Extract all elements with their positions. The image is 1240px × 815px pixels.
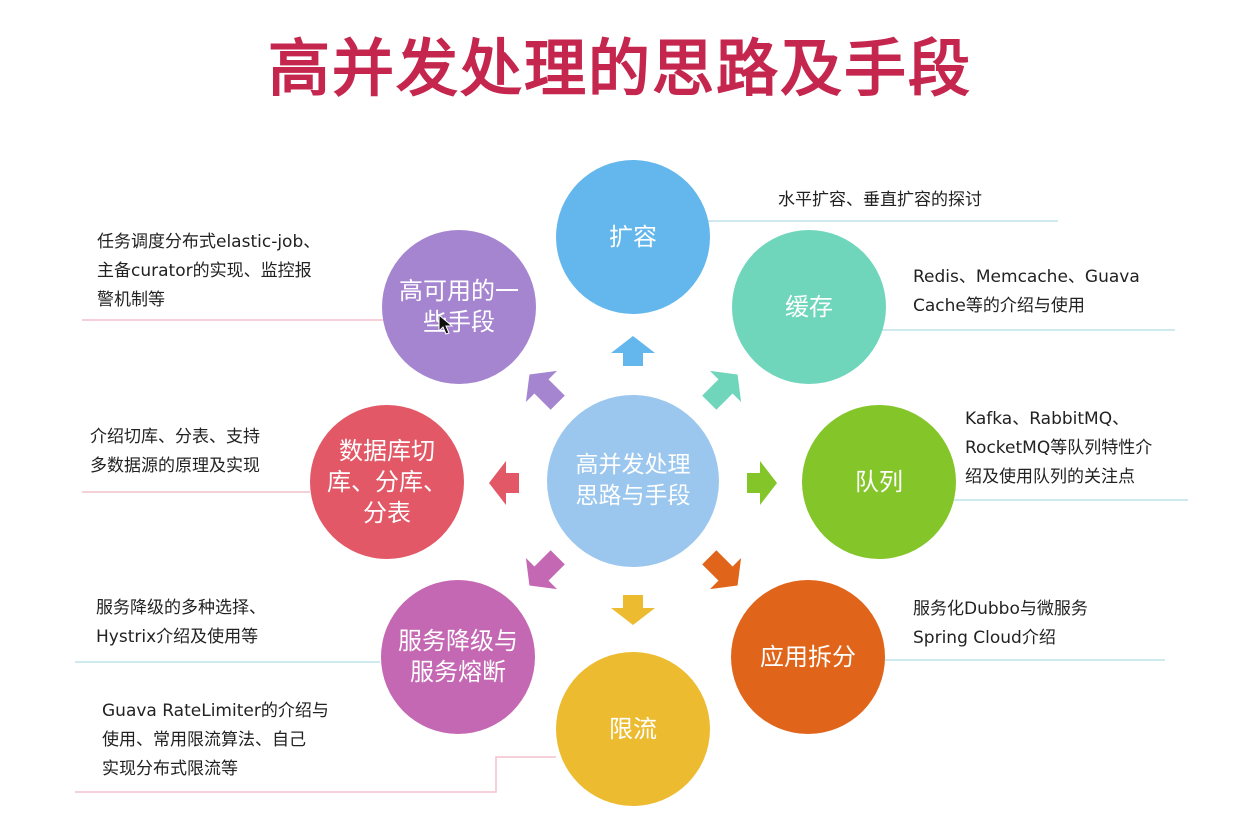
node-split-label: 应用拆分: [760, 642, 856, 671]
center-node: 高并发处理 思路与手段: [547, 395, 719, 567]
arrow-icon-down-right: [702, 550, 742, 590]
desc-sharding: 介绍切库、分表、支持 多数据源的原理及实现: [90, 427, 260, 476]
arrow-icon-up-right: [702, 370, 742, 410]
node-cache: 缓存: [732, 230, 886, 384]
desc-ha: 任务调度分布式elastic-job、 主备curator的实现、监控报 警机制…: [97, 232, 321, 310]
node-degrade-label: 服务降级与 服务熔断: [398, 627, 518, 686]
arrow-icon-down: [611, 595, 655, 625]
desc-degrade: 服务降级的多种选择、 Hystrix介绍及使用等: [96, 598, 266, 647]
node-queue-label: 队列: [855, 467, 903, 496]
node-split: 应用拆分: [731, 580, 885, 734]
node-ha-label: 高可用的一 些手段: [399, 277, 519, 336]
desc-queue: Kafka、RabbitMQ、 RocketMQ等队列特性介 绍及使用队列的关注…: [965, 409, 1153, 487]
leader-line-ratelimit: [75, 756, 556, 793]
node-ha: 高可用的一 些手段: [382, 230, 536, 384]
node-sharding-label: 数据库切 库、分库、 分表: [327, 436, 447, 527]
desc-split: 服务化Dubbo与微服务 Spring Cloud介绍: [913, 599, 1088, 648]
node-ratelimit: 限流: [556, 652, 710, 806]
desc-cache: Redis、Memcache、Guava Cache等的介绍与使用: [913, 267, 1140, 316]
page-title: 高并发处理的思路及手段: [267, 32, 972, 105]
arrow-icon-left: [489, 461, 519, 505]
arrow-icon-up-left: [525, 370, 565, 410]
node-expand-label: 扩容: [609, 222, 657, 251]
arrow-icon-up: [611, 336, 655, 366]
node-expand: 扩容: [556, 160, 710, 314]
center-node-label: 高并发处理 思路与手段: [575, 452, 691, 509]
desc-expand: 水平扩容、垂直扩容的探讨: [778, 190, 982, 210]
arrow-icon-right: [747, 461, 777, 505]
mouse-cursor-icon: [438, 314, 454, 335]
node-degrade: 服务降级与 服务熔断: [381, 580, 535, 734]
node-ratelimit-label: 限流: [609, 714, 657, 743]
desc-ratelimit: Guava RateLimiter的介绍与 使用、常用限流算法、自己 实现分布式…: [102, 701, 329, 779]
node-queue: 队列: [802, 405, 956, 559]
arrow-icon-down-left: [525, 550, 565, 590]
node-sharding: 数据库切 库、分库、 分表: [310, 405, 464, 559]
node-cache-label: 缓存: [785, 292, 833, 321]
